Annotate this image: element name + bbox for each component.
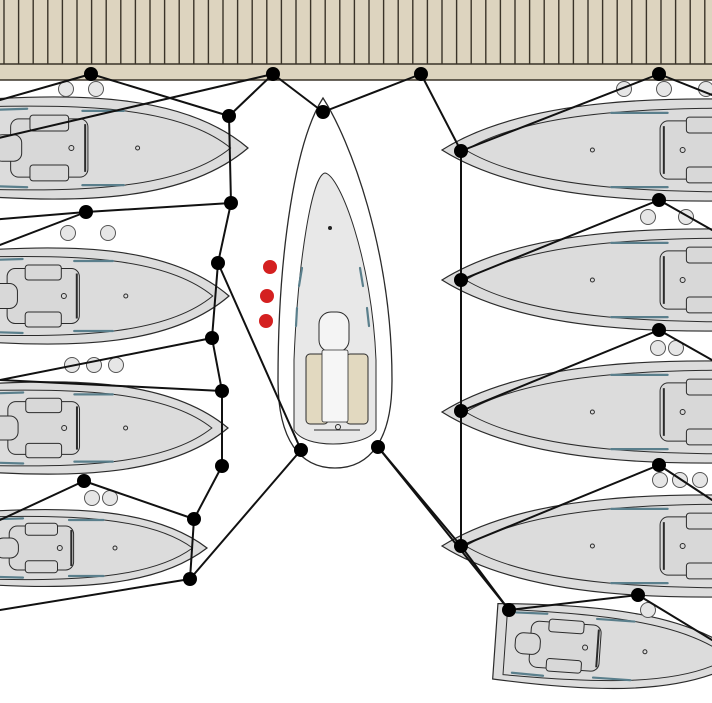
right-boat-4: [440, 494, 712, 598]
right-boat-3: [440, 360, 712, 464]
pier: [0, 0, 712, 81]
red-markers: [259, 260, 277, 328]
right-boat-5: [492, 602, 712, 690]
right-boat-1: [440, 98, 712, 202]
pier-planks: [3, 0, 706, 64]
mooring-knots: [77, 67, 666, 617]
mooring-lines: [0, 73, 712, 641]
left-boat-1: [0, 96, 249, 200]
left-boat-2: [0, 247, 230, 345]
center-boat: [277, 96, 393, 469]
right-boat-2: [440, 228, 712, 332]
left-boat-4: [0, 508, 208, 588]
fenders: [58, 81, 712, 618]
left-boat-3: [0, 381, 229, 475]
